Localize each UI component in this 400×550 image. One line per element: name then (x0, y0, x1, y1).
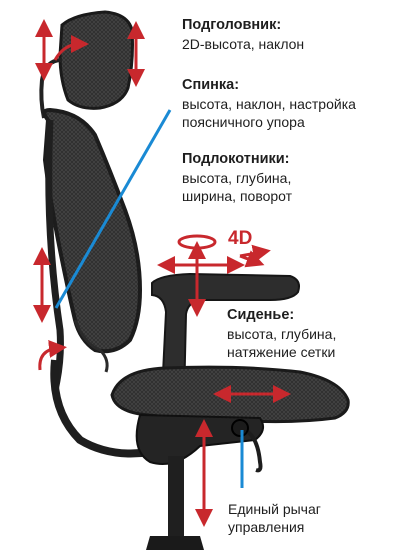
armrest-4d-badge: 4D (228, 228, 253, 249)
backrest-label: Спинка: высота, наклон, настройка поясни… (182, 76, 356, 131)
seat-title: Сиденье: (227, 307, 295, 323)
armrests-label: Подлокотники: высота, глубина, ширина, п… (182, 150, 292, 205)
headrest-title: Подголовник: (182, 17, 282, 33)
rear-frame (50, 359, 151, 458)
headrest-label: Подголовник: 2D-высота, наклон (182, 16, 304, 53)
backrest-title: Спинка: (182, 77, 240, 93)
lever-label: Единый рычаг управления (228, 500, 321, 536)
backrest-line-1: высота, наклон, настройка (182, 96, 356, 112)
headrest-line-1: 2D-высота, наклон (182, 36, 305, 52)
backrest (42, 107, 143, 391)
seat-line-2: натяжение сетки (227, 344, 336, 360)
seat-line-1: высота, глубина, (227, 326, 337, 342)
pointer-lines (54, 109, 244, 488)
chair-base (146, 456, 204, 550)
backrest-line-2: поясничного упора (182, 114, 305, 130)
armrests-line-1: высота, глубина, (182, 170, 292, 186)
backrest-pointer (54, 109, 172, 309)
seat-mechanism (135, 413, 265, 473)
lumbar-support (73, 319, 109, 373)
headrest (39, 10, 134, 119)
lever-line-1: Единый рычаг (228, 501, 321, 517)
armrests-title: Подлокотники: (182, 151, 290, 167)
armrests-line-2: ширина, поворот (182, 188, 293, 204)
lever-line-2: управления (228, 519, 305, 535)
adjustment-arrows (33, 19, 291, 527)
seat-label: Сиденье: высота, глубина, натяжение сетк… (227, 306, 336, 361)
